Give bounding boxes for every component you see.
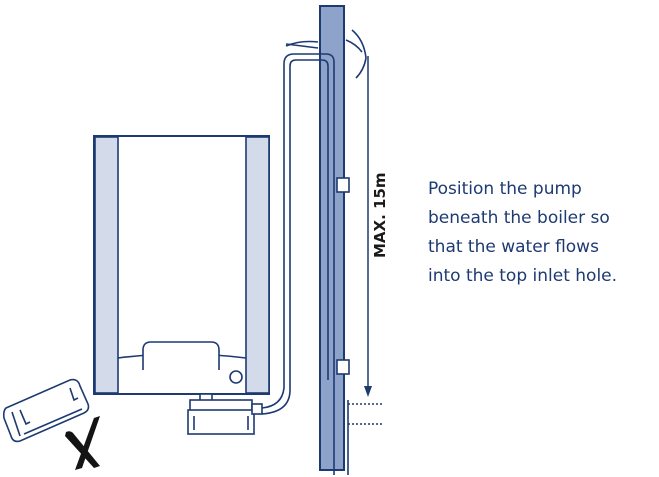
instruction-line-1: Position the pump [428,179,582,199]
boiler [93,135,270,395]
boiler-display [142,341,220,370]
instruction-line-2: beneath the boiler so [428,208,610,228]
wall [319,5,345,471]
max-height-label: MAX. 15m [371,172,389,258]
boiler-right-panel [245,136,270,394]
pipe-clips [336,177,350,375]
height-dimension [348,56,384,425]
instruction-line-3: that the water flows [428,237,599,257]
condensate-pump [187,393,263,435]
boiler-left-panel [94,136,119,394]
instruction-line-4: into the top inlet hole. [428,266,618,286]
boiler-knob [229,370,243,384]
x-cross-icon [65,416,100,470]
installation-instruction: Position the pump beneath the boiler so … [428,175,659,291]
misplaced-pump [2,378,90,443]
wall-top-bracket [285,29,367,79]
condensate-pipe [261,53,349,475]
